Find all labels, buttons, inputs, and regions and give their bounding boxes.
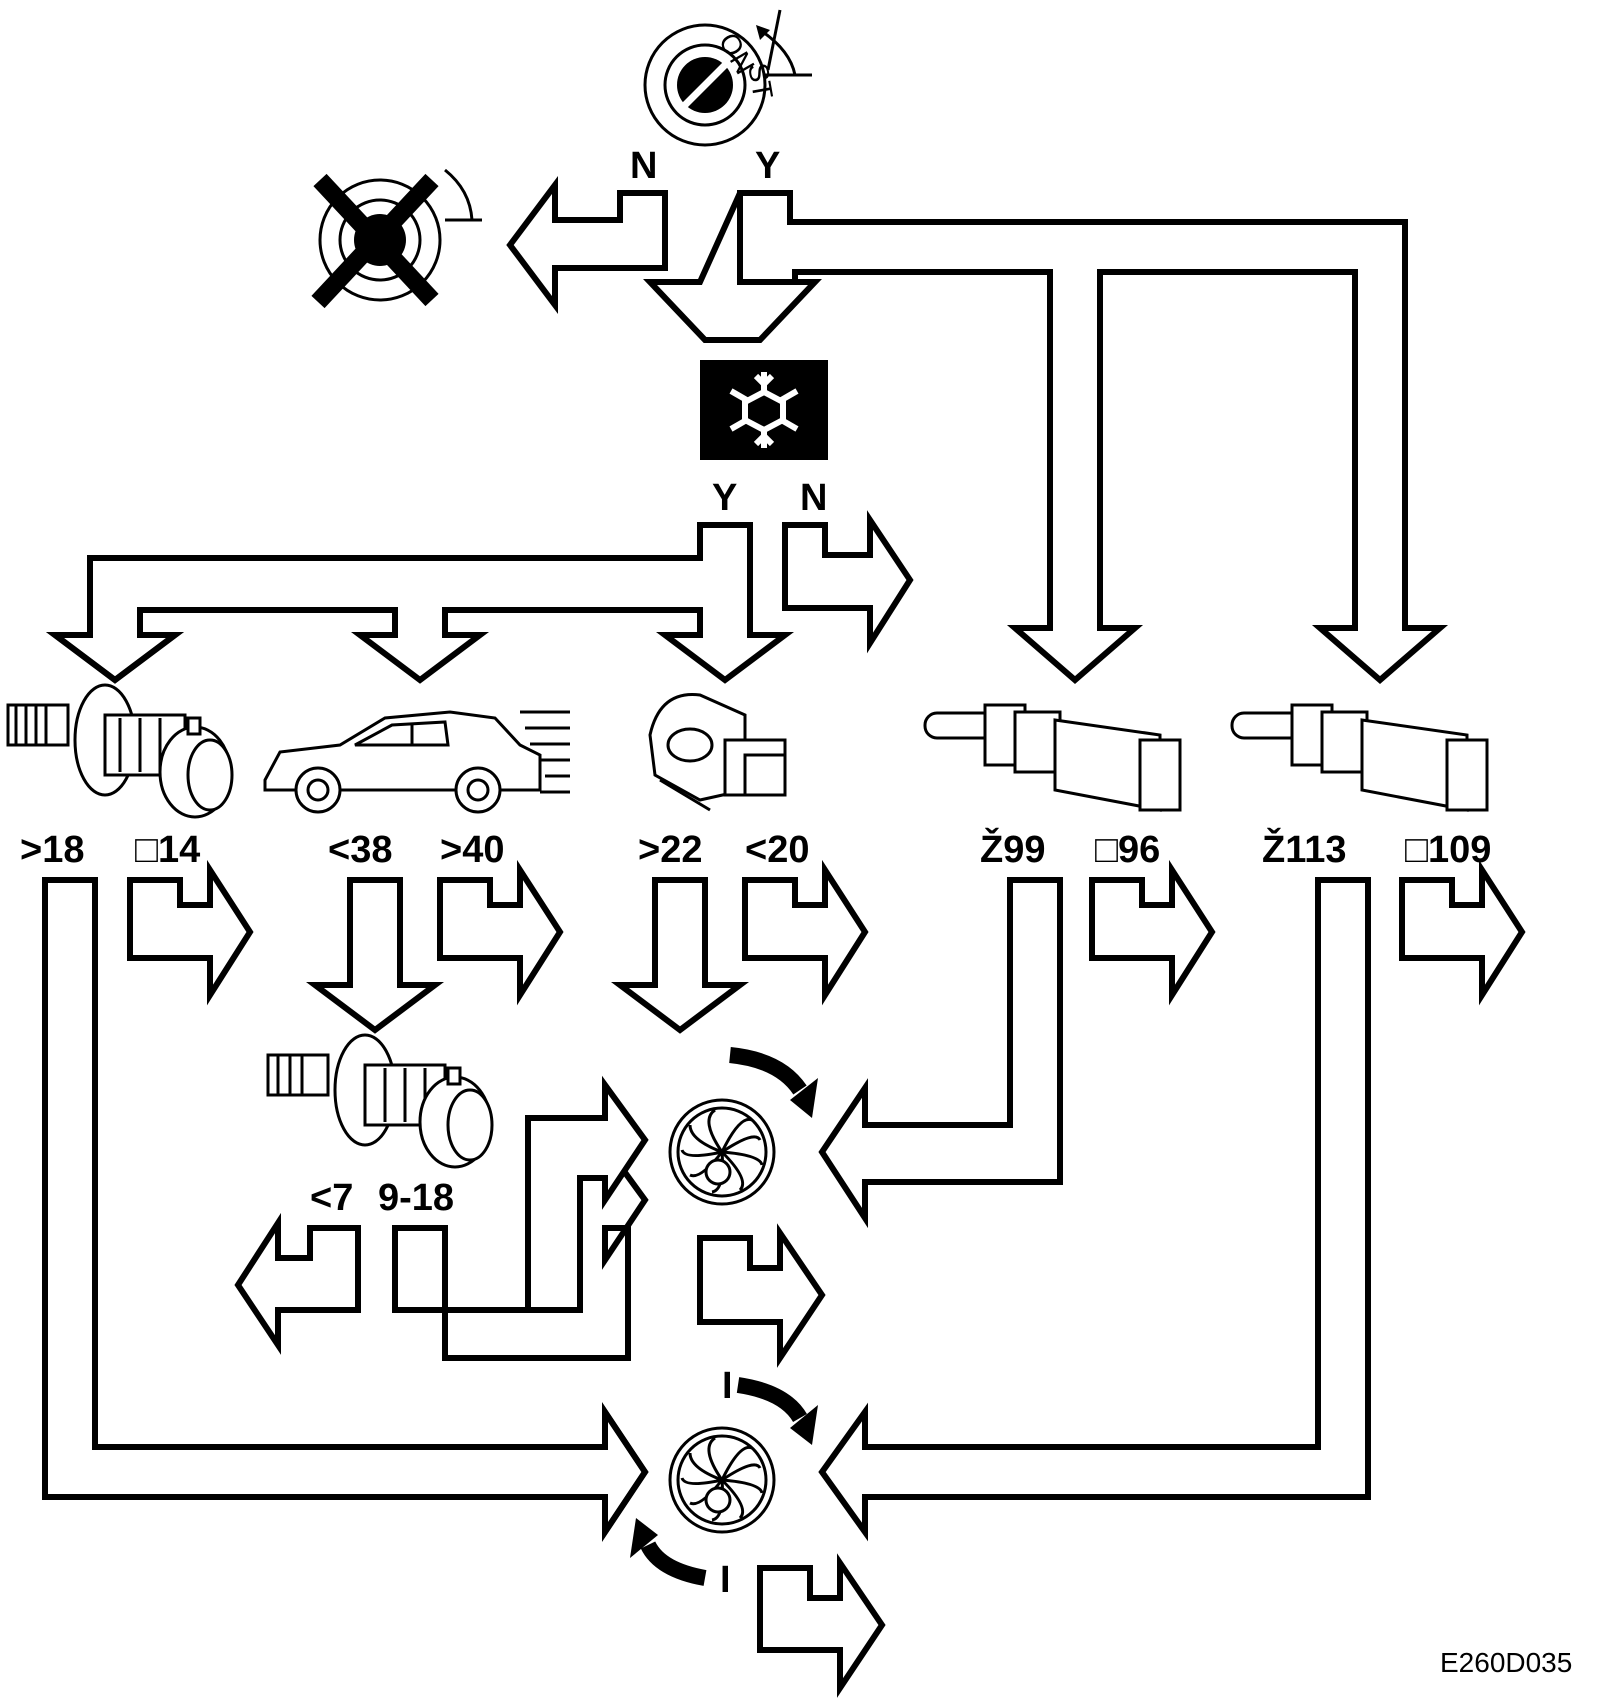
ambient-high-arrow [611, 877, 749, 1034]
ac-no-arrow [782, 510, 914, 654]
coolant1-off-exit-arrow [1089, 859, 1216, 1006]
ambient-temperature-sensor-icon [648, 693, 787, 812]
pressure-sensor-icon [6, 683, 234, 819]
fan-low-speed-icon [668, 1047, 818, 1206]
coolant-temperature-sensor-2-icon [1230, 703, 1489, 812]
coolant-temperature-sensor-1-icon [923, 703, 1182, 812]
speed-high-exit-arrow [437, 859, 564, 1006]
ignition-no-arrow [506, 176, 668, 314]
fan-high-mark-2: I [720, 1559, 731, 1601]
snowflake-icon [729, 372, 799, 448]
pressure2-low-threshold: <7 [310, 1177, 353, 1219]
ignition-crossed-icon [311, 168, 482, 309]
ignition-st-label: ST [742, 61, 779, 102]
fan-high-mark-1: I [722, 1365, 733, 1407]
figure-code: E260D035 [1440, 1647, 1572, 1678]
pressure-high-threshold: >18 [20, 829, 84, 871]
ignition-to-coolant-arrow [737, 190, 1449, 684]
ignition-switch-icon: ON ST [643, 9, 812, 147]
coolant2-off-exit-arrow [1399, 859, 1526, 1006]
speed-low-arrow [306, 877, 444, 1034]
fan-high-exit-arrow [757, 1553, 886, 1698]
fan-high-speed-icon [630, 1377, 818, 1586]
ignition-yes-label: Y [755, 145, 780, 187]
coolant2-on-arrow [818, 877, 1371, 1542]
ambient-high-threshold: >22 [638, 829, 702, 871]
vehicle-speed-car-icon [263, 710, 570, 814]
pressure2-low-exit-arrow [234, 1212, 361, 1355]
pressure-low-threshold: □14 [135, 829, 200, 871]
speed-low-threshold: <38 [328, 829, 392, 871]
ac-yes-label: Y [712, 477, 737, 519]
pressure-sensor-2-icon [266, 1033, 494, 1169]
coolant1-on-threshold: Ž99 [980, 827, 1045, 871]
coolant1-on-arrow [818, 877, 1063, 1229]
ac-no-label: N [800, 477, 827, 519]
coolant1-off-threshold: □96 [1095, 829, 1160, 871]
coolant2-off-threshold: □109 [1405, 829, 1491, 871]
coolant2-on-threshold: Ž113 [1262, 827, 1347, 871]
fan-low-exit-arrow [697, 1223, 826, 1368]
pressure2-mid-threshold: 9-18 [378, 1177, 454, 1219]
speed-high-threshold: >40 [440, 829, 504, 871]
ambient-low-exit-arrow [742, 859, 869, 1006]
ac-yes-distribution-arrow [46, 522, 794, 684]
ambient-low-threshold: <20 [745, 829, 809, 871]
ignition-no-label: N [630, 145, 657, 187]
pressure-low-exit-arrow [127, 859, 254, 1006]
